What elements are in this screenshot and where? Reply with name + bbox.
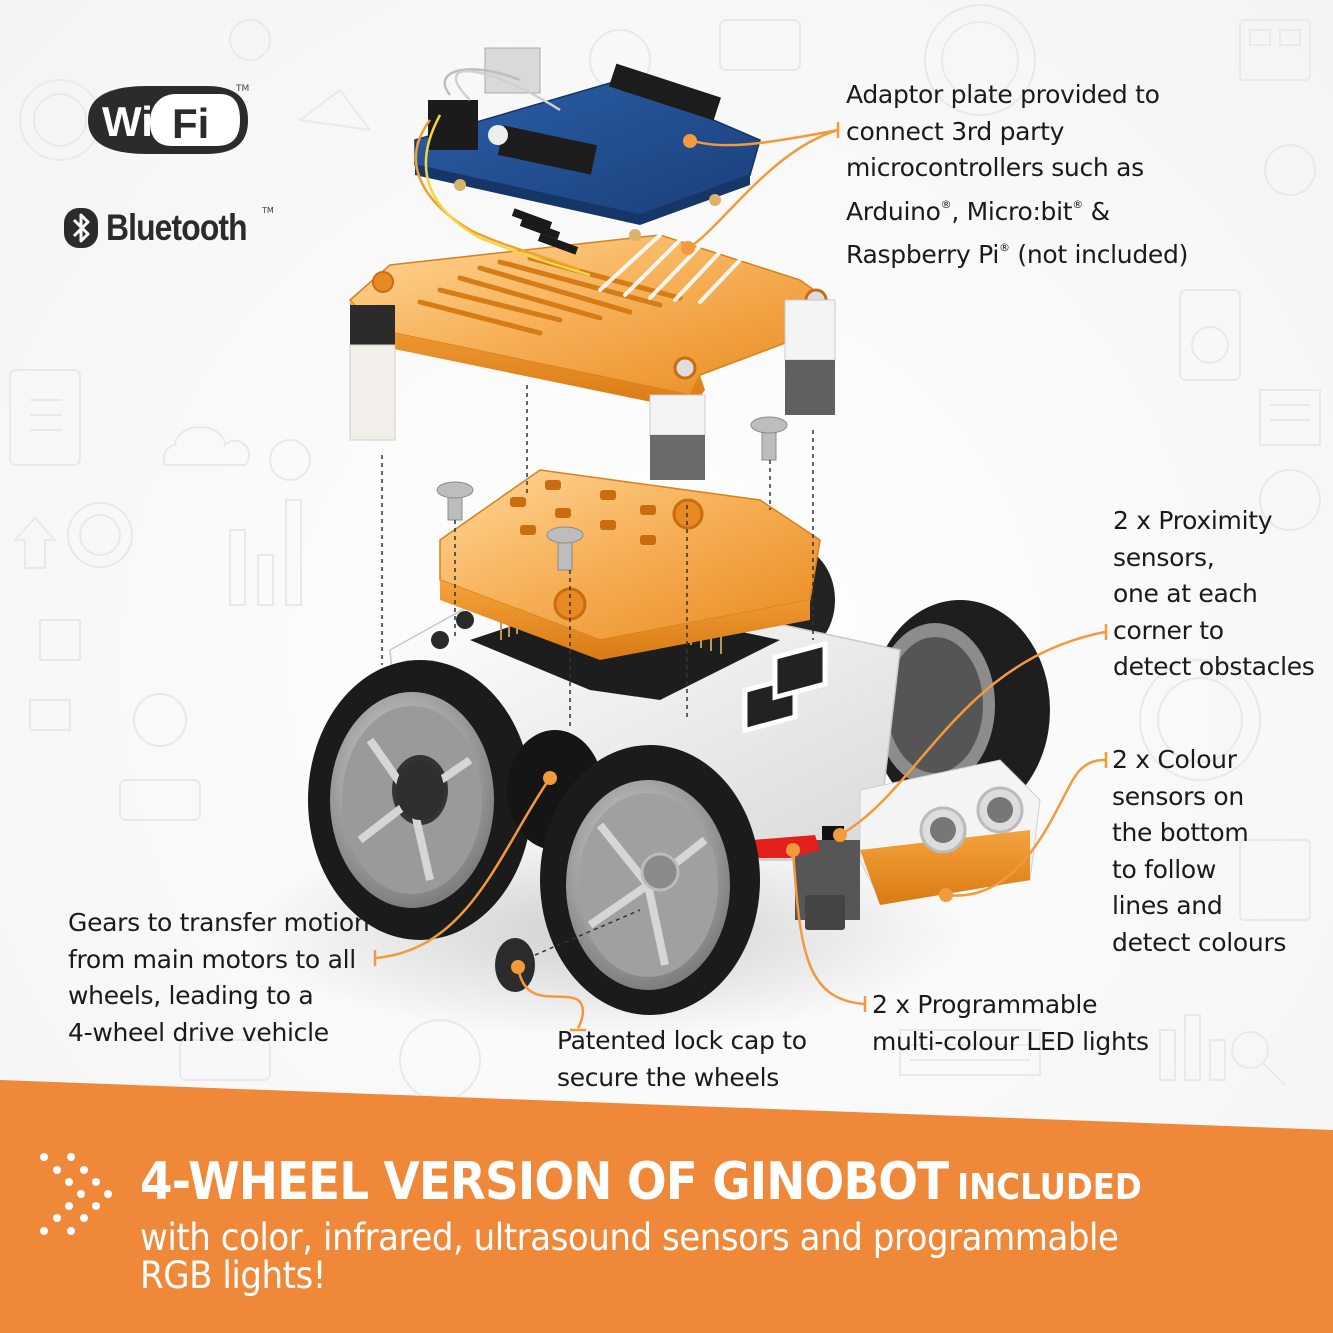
callout-line: 2 x Proximity [1113, 506, 1273, 535]
banner-subtitle: with color, infrared, ultrasound sensors… [140, 1216, 1119, 1297]
callout-line: 2 x Programmable [872, 990, 1098, 1019]
wifi-fi-text: Fi [172, 100, 209, 147]
callout-line: Patented lock cap to [557, 1026, 807, 1055]
callout-line: to follow [1112, 854, 1217, 884]
callout-line: Arduino®, Micro:bit® & [846, 196, 1110, 226]
callout-gears: Gears to transfer motion from main motor… [68, 905, 370, 1051]
callout-line: lines and [1112, 891, 1223, 920]
front-left-wheel [308, 660, 532, 940]
banner-background [0, 1080, 1333, 1333]
callout-line: sensors, [1113, 542, 1215, 572]
wifi-trademark: TM [236, 84, 250, 94]
wifi-logo-icon: Wi Fi [88, 86, 248, 154]
banner-title-suffix: INCLUDED [957, 1167, 1142, 1208]
bluetooth-trademark: TM [262, 206, 274, 215]
callout-line: detect colours [1112, 927, 1287, 957]
callout-line: 2 x Colour [1112, 745, 1237, 774]
callout-line: corner to [1113, 615, 1224, 645]
callout-led-lights: 2 x Programmable multi-colour LED lights [872, 987, 1149, 1060]
dotted-chevron-icon [40, 1153, 112, 1235]
callout-line: wheels, leading to a [68, 981, 314, 1010]
callout-line: microcontrollers such as [846, 153, 1144, 182]
callout-lock-cap: Patented lock cap to secure the wheels [557, 1023, 807, 1096]
callout-line: multi-colour LED lights [872, 1026, 1149, 1056]
callout-line: 4-wheel drive vehicle [68, 1017, 329, 1047]
callout-lines [373, 122, 1108, 1032]
callout-line: from main motors to all [68, 944, 356, 974]
callout-line: one at each [1113, 579, 1258, 608]
wifi-wi-text: Wi [102, 98, 153, 145]
registered-mark: ® [940, 197, 952, 211]
bluetooth-icon [64, 208, 98, 248]
callout-line: Raspberry Pi® (not included) [846, 240, 1189, 269]
callout-adaptor-plate: Adaptor plate provided to connect 3rd pa… [846, 77, 1188, 274]
bluetooth-label: Bluetooth [106, 207, 248, 248]
callout-line: connect 3rd party [846, 116, 1065, 146]
callout-line: Adaptor plate provided to [846, 80, 1160, 109]
callout-line: the bottom [1112, 818, 1249, 847]
callout-line: detect obstacles [1113, 652, 1315, 681]
callout-proximity-sensors: 2 x Proximity sensors, one at each corne… [1113, 503, 1315, 686]
front-right-wheel [540, 745, 760, 1015]
callout-line: secure the wheels [557, 1062, 779, 1092]
callout-colour-sensors: 2 x Colour sensors on the bottom to foll… [1112, 742, 1286, 961]
registered-mark: ® [999, 241, 1010, 254]
bluetooth-logo: Bluetooth [62, 206, 270, 250]
registered-mark: ® [1072, 197, 1083, 211]
callout-line: sensors on [1112, 781, 1244, 811]
banner-title-main: 4-WHEEL VERSION OF GINOBOT [140, 1152, 949, 1212]
callout-line: Gears to transfer motion [68, 908, 370, 937]
